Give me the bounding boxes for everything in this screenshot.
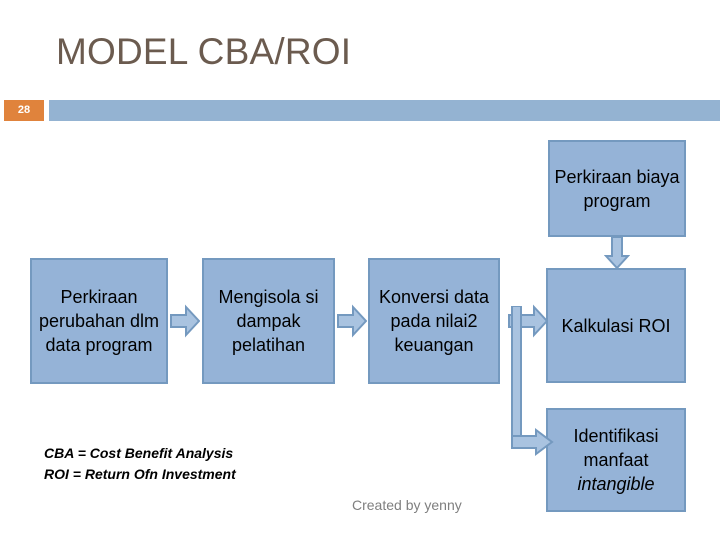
flow-box-isolasi[interactable]: Mengisola si dampak pelatihan [202, 258, 335, 384]
flow-box-intangible-line3: intangible [577, 474, 655, 494]
flow-box-kalkulasi-label: Kalkulasi ROI [561, 315, 671, 336]
flow-box-konversi[interactable]: Konversi data pada nilai2 keuangan [368, 258, 500, 384]
page-number-badge: 28 [4, 100, 44, 121]
flow-box-perubahan[interactable]: Perkiraan perubahan dlm data program [30, 258, 168, 384]
flow-box-intangible-label: Identifikasi manfaat intangible [552, 424, 680, 496]
page-title: MODEL CBA/ROI [56, 31, 352, 72]
flow-box-intangible[interactable]: Identifikasi manfaat intangible [546, 408, 686, 512]
flow-box-intangible-line2: manfaat [583, 450, 649, 470]
arrow-right-icon [170, 304, 200, 338]
title-accent-bar [49, 100, 720, 121]
footer-credit: Created by yenny [352, 497, 462, 513]
legend-block: CBA = Cost Benefit Analysis ROI = Return… [44, 443, 344, 485]
flow-box-perubahan-label: Perkiraan perubahan dlm data program [38, 287, 160, 355]
flow-box-biaya[interactable]: Perkiraan biaya program [548, 140, 686, 237]
flow-box-intangible-line1: Identifikasi [573, 426, 659, 446]
flow-box-isolasi-label: Mengisola si dampak pelatihan [218, 287, 319, 355]
page-number-label: 28 [17, 104, 31, 116]
elbow-arrow-icon [508, 306, 554, 464]
legend-line-roi: ROI = Return Ofn Investment [44, 466, 236, 482]
flow-box-konversi-label: Konversi data pada nilai2 keuangan [378, 287, 490, 355]
flow-box-biaya-label: Perkiraan biaya program [554, 166, 680, 211]
arrow-right-icon [337, 304, 367, 338]
flow-box-kalkulasi[interactable]: Kalkulasi ROI [546, 268, 686, 383]
legend-line-cba: CBA = Cost Benefit Analysis [44, 445, 234, 461]
arrow-down-icon [604, 236, 630, 270]
